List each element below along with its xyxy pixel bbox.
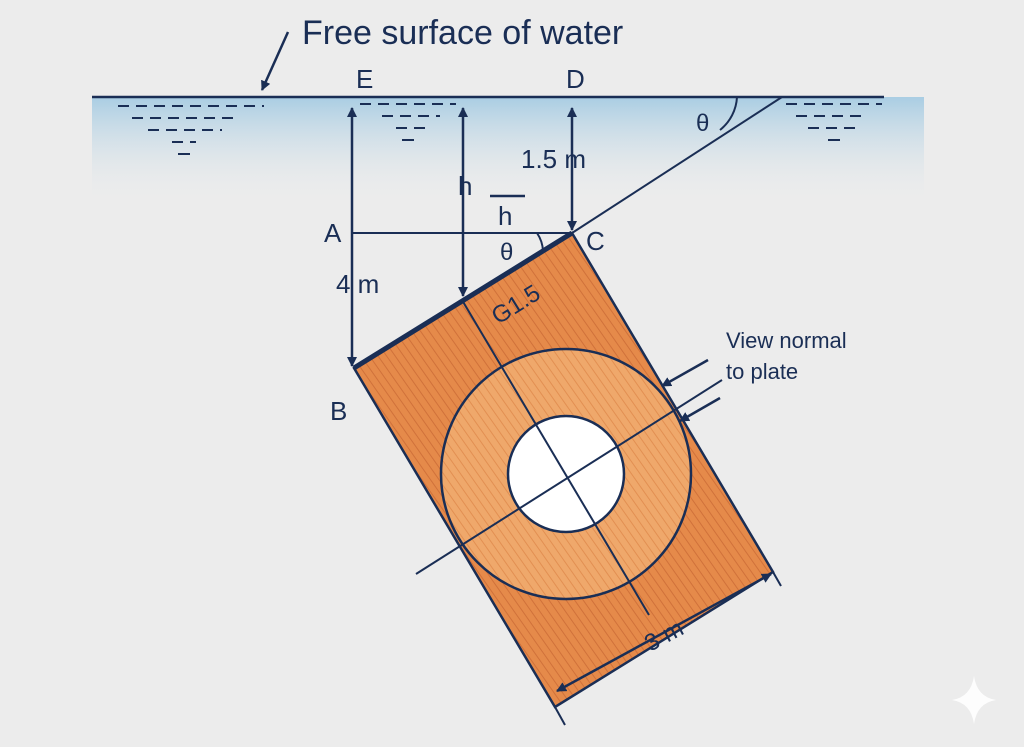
theta-plate-label: θ — [500, 239, 513, 266]
water-body — [92, 97, 924, 205]
point-c: C — [586, 226, 605, 256]
length-ab-label: 4 m — [336, 269, 379, 299]
water-surface-symbols — [118, 103, 882, 155]
sparkle-icon — [952, 676, 996, 724]
inclined-plane-line — [571, 96, 783, 234]
dimension-width — [556, 572, 772, 693]
angle-arc-surface — [719, 96, 738, 131]
view-normal-arrow-1 — [661, 358, 709, 388]
view-normal-label-1: View normal — [726, 328, 847, 353]
plate-centerline-long — [461, 299, 650, 616]
surface-pointer-arrow — [260, 31, 290, 91]
title: Free surface of water — [302, 14, 623, 52]
point-b: B — [330, 396, 347, 426]
h-bar-label: h — [498, 201, 512, 231]
point-e: E — [356, 64, 373, 94]
point-d: D — [566, 64, 585, 94]
depth-dc-label: 1.5 m — [521, 144, 586, 174]
width-ext-2 — [772, 571, 782, 587]
plate-centerline-cross — [415, 379, 723, 575]
view-normal-label-2: to plate — [726, 359, 798, 384]
point-a: A — [324, 218, 342, 248]
h-label: h — [458, 171, 472, 201]
view-normal-arrow-2 — [679, 396, 721, 423]
theta-surface-label: θ — [696, 110, 709, 137]
angle-arc-plate — [536, 232, 544, 252]
width-ext-1 — [554, 706, 566, 726]
